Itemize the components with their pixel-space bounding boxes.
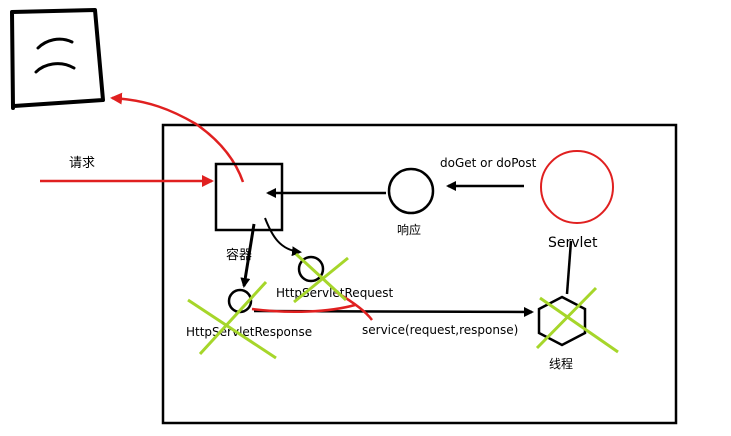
container-label: 容器 (226, 247, 252, 263)
container-to-request-arrow (264, 217, 302, 257)
servlet-label: Servlet (548, 235, 598, 251)
doget-dopost-label: doGet or doPost (440, 156, 537, 170)
thread-node (537, 295, 587, 347)
thread-label: 线程 (549, 356, 573, 371)
container-box (214, 162, 284, 232)
browser-icon (10, 8, 105, 110)
servlet-thread-connector (565, 240, 573, 295)
cross-out-thread (535, 286, 619, 354)
server-boundary (161, 123, 678, 425)
servlet-node (540, 150, 614, 224)
http-servlet-request-node (297, 255, 325, 283)
response-return-arrow (110, 92, 245, 183)
request-label: 请求 (69, 156, 95, 171)
response-node-label: 响应 (397, 222, 421, 237)
cross-out-request (293, 252, 349, 304)
cross-out-response (187, 280, 277, 360)
http-servlet-request-label: HttpServletRequest (276, 286, 394, 300)
service-call-label: service(request,response) (362, 323, 518, 337)
response-node (387, 167, 435, 215)
container-to-response-arrow (240, 223, 256, 288)
http-servlet-response-label: HttpServletResponse (186, 325, 312, 339)
